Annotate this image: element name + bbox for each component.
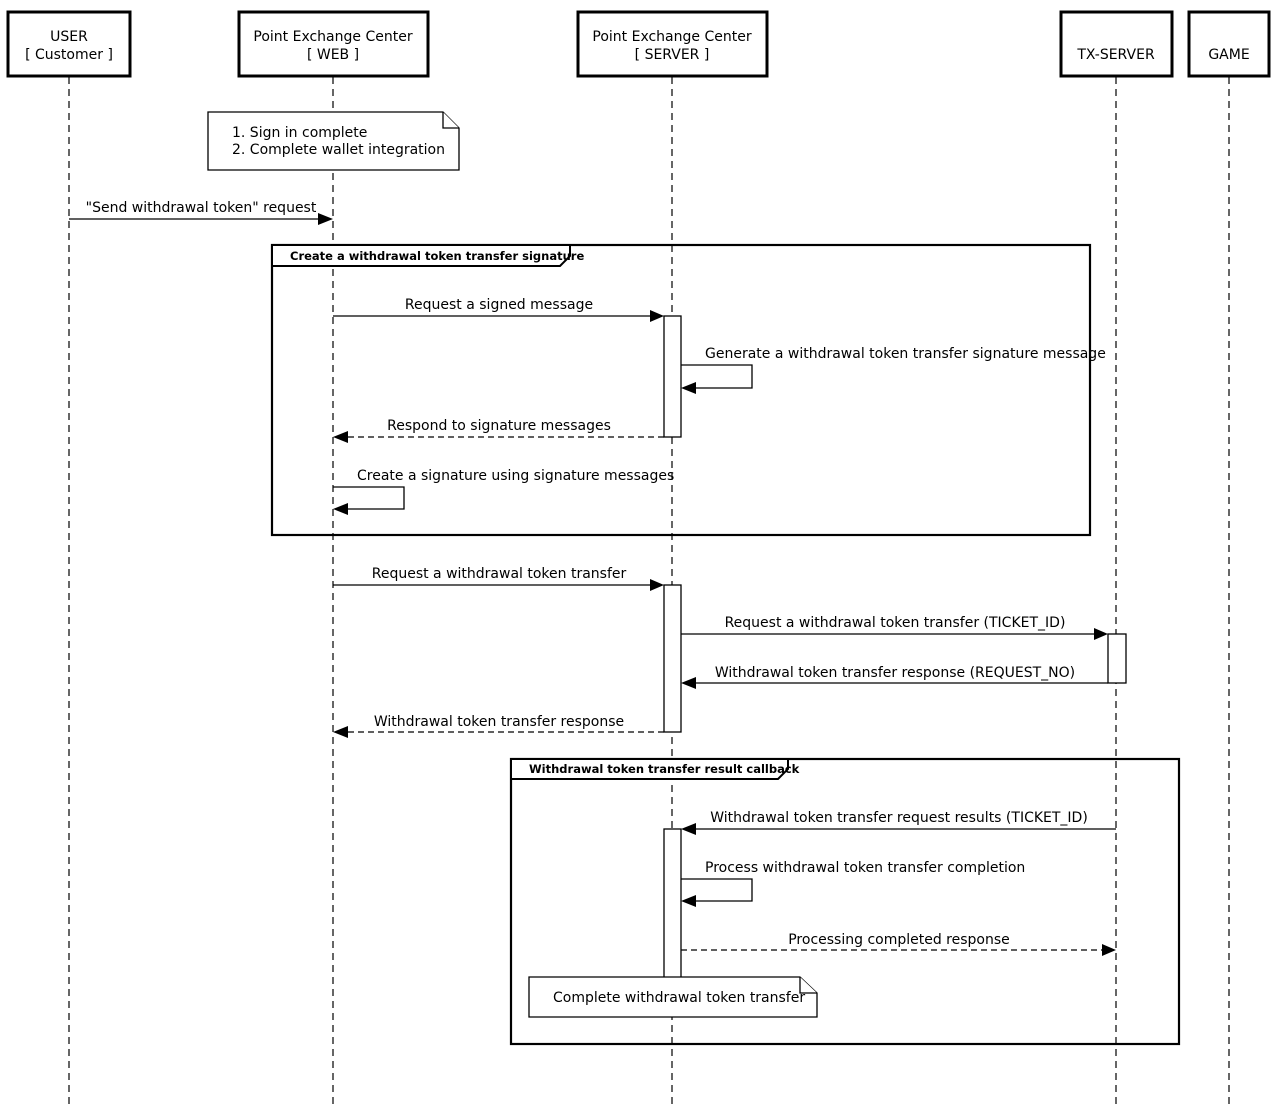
participant-web-line-2: [ WEB ] bbox=[307, 47, 359, 63]
message-respond-signature: Respond to signature messages bbox=[333, 418, 664, 443]
participant-game-label: GAME bbox=[1208, 47, 1249, 63]
message-processing-completed: Processing completed response bbox=[681, 932, 1116, 956]
participant-web: Point Exchange Center [ WEB ] bbox=[237, 10, 430, 78]
participant-txserver: TX-SERVER bbox=[1059, 10, 1174, 78]
activation-server-2 bbox=[663, 584, 682, 733]
message-create-signature: Create a signature using signature messa… bbox=[333, 468, 674, 515]
activation-server-1 bbox=[663, 315, 682, 438]
participant-user: USER [ Customer ] bbox=[6, 10, 132, 78]
message-process-completion: Process withdrawal token transfer comple… bbox=[681, 860, 1025, 907]
frame-signature: Create a withdrawal token transfer signa… bbox=[270, 243, 1092, 537]
participant-web-line-1: Point Exchange Center bbox=[253, 29, 412, 45]
participant-user-line-1: USER bbox=[50, 29, 88, 45]
participant-server-line-1: Point Exchange Center bbox=[592, 29, 751, 45]
message-send-request: "Send withdrawal token" request bbox=[69, 200, 333, 225]
note-intro-line-2: 2. Complete wallet integration bbox=[232, 142, 445, 158]
activation-txserver-1 bbox=[1107, 633, 1127, 684]
note-intro-line-1: 1. Sign in complete bbox=[232, 125, 367, 141]
frame-signature-label: Create a withdrawal token transfer signa… bbox=[290, 249, 584, 263]
message-request-transfer-label: Request a withdrawal token transfer bbox=[372, 566, 627, 582]
note-complete-label: Complete withdrawal token transfer bbox=[553, 990, 805, 1006]
participant-server: Point Exchange Center [ SERVER ] bbox=[576, 10, 769, 78]
message-generate-signature: Generate a withdrawal token transfer sig… bbox=[681, 346, 1106, 394]
frame-callback-label: Withdrawal token transfer result callbac… bbox=[529, 762, 800, 776]
message-respond-signature-label: Respond to signature messages bbox=[387, 418, 611, 434]
message-transfer-response-label: Withdrawal token transfer response bbox=[374, 714, 624, 730]
message-generate-signature-label: Generate a withdrawal token transfer sig… bbox=[705, 346, 1106, 362]
participant-server-line-2: [ SERVER ] bbox=[635, 47, 710, 63]
message-request-results: Withdrawal token transfer request result… bbox=[681, 810, 1116, 835]
message-processing-completed-label: Processing completed response bbox=[788, 932, 1010, 948]
message-send-request-label: "Send withdrawal token" request bbox=[86, 200, 317, 216]
message-request-results-label: Withdrawal token transfer request result… bbox=[710, 810, 1088, 826]
activation-server-3 bbox=[663, 828, 682, 980]
message-request-transfer: Request a withdrawal token transfer bbox=[333, 566, 664, 591]
message-request-signed-label: Request a signed message bbox=[405, 297, 593, 313]
message-request-signed: Request a signed message bbox=[333, 297, 664, 322]
message-transfer-response-request-no: Withdrawal token transfer response (REQU… bbox=[681, 665, 1108, 689]
message-request-transfer-ticket: Request a withdrawal token transfer (TIC… bbox=[681, 615, 1108, 640]
participant-user-line-2: [ Customer ] bbox=[25, 47, 113, 63]
message-process-completion-label: Process withdrawal token transfer comple… bbox=[705, 860, 1025, 876]
note-intro: 1. Sign in complete 2. Complete wallet i… bbox=[207, 111, 460, 171]
note-complete: Complete withdrawal token transfer bbox=[528, 976, 818, 1018]
message-create-signature-label: Create a signature using signature messa… bbox=[357, 468, 674, 484]
participant-txserver-label: TX-SERVER bbox=[1076, 47, 1155, 63]
message-transfer-response-request-no-label: Withdrawal token transfer response (REQU… bbox=[715, 665, 1075, 681]
participant-game: GAME bbox=[1187, 10, 1271, 78]
frame-callback: Withdrawal token transfer result callbac… bbox=[509, 757, 1181, 1046]
message-transfer-response: Withdrawal token transfer response bbox=[333, 714, 664, 738]
message-request-transfer-ticket-label: Request a withdrawal token transfer (TIC… bbox=[725, 615, 1066, 631]
